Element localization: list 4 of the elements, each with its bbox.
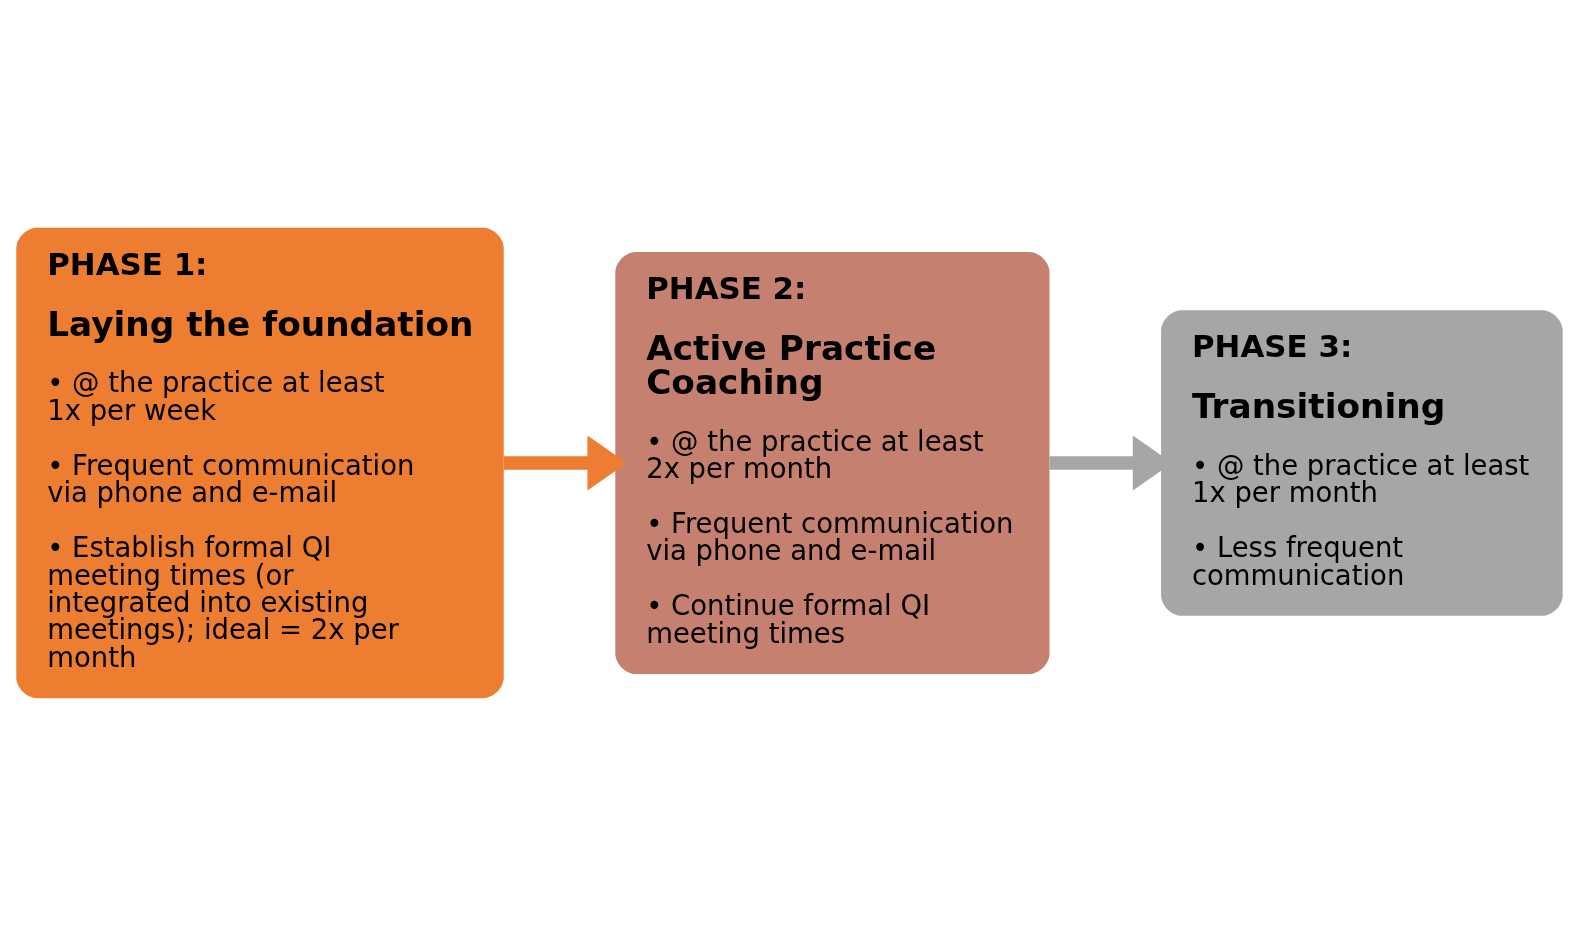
node-box: PHASE 2: Active Practice Coaching • @ the practice at least 2x per month • Frequent communication via phone and e-mail • Continue formal QI meeting times [615,251,1050,675]
node-box: PHASE 1: Laying the foundation • @ the practice at least 1x per week • Frequent communication via phone and e-mail • Establish formal QI meeting times (or integrated into existing meetings); ideal = 2x per month [16,227,504,699]
node-box: PHASE 3: Transitioning • @ the practice at least 1x per month • Less frequent communication [1161,310,1563,616]
arrow [503,435,627,491]
